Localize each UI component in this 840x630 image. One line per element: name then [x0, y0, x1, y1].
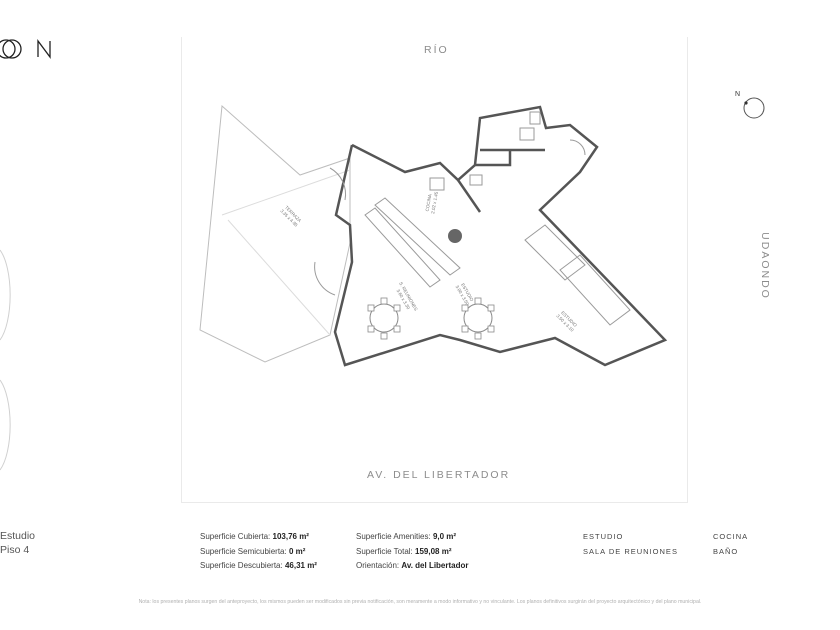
plan-frame: [181, 37, 688, 503]
stat-row: Orientación: Av. del Libertador: [356, 561, 469, 570]
footnote: Nota: los presentes planos surgen del an…: [138, 599, 702, 605]
stat-row: Superficie Total: 159,08 m²: [356, 546, 452, 556]
street-label-right: UDAONDO: [759, 232, 771, 300]
stats-col-1: Superficie Cubierta: 103,76 m² Superfici…: [200, 530, 317, 574]
stat-row: Superficie Semicubierta: 0 m²: [200, 546, 306, 556]
rooms-col-1: ESTUDIO SALA DE REUNIONES: [583, 530, 678, 559]
compass-label: N: [735, 91, 740, 98]
room-item: BAÑO: [713, 546, 739, 556]
label-cocina: COCINA: [425, 194, 433, 212]
rooms-col-2: COCINA BAÑO: [713, 530, 748, 559]
unit-floor: Piso 4: [0, 544, 30, 556]
wall-outline: [333, 105, 668, 367]
stats-col-2: Superficie Amenities: 9,0 m² Superficie …: [356, 530, 469, 574]
room-item: ESTUDIO: [583, 532, 624, 541]
floor-plan: TERRAZA 3.35 x 4.95 COCINA 2.02 x 1.45 S…: [199, 104, 668, 367]
brand-logo: [0, 39, 51, 59]
decorative-arcs: [0, 249, 11, 471]
room-item: SALA DE REUNIONES: [583, 546, 678, 556]
room-item: COCINA: [713, 532, 749, 541]
street-label-bottom: AV. DEL LIBERTADOR: [367, 469, 511, 481]
label-cocina-dim: 2.02 x 1.45: [430, 191, 439, 214]
street-label-top: RÍO: [424, 44, 449, 56]
compass-icon: N: [735, 91, 765, 119]
stat-row: Superficie Cubierta: 103,76 m²: [200, 532, 309, 541]
column: [448, 229, 462, 243]
stat-row: Superficie Amenities: 9,0 m²: [356, 532, 457, 541]
unit-name: Estudio: [0, 530, 36, 542]
terrace-area: [199, 104, 351, 363]
stat-row: Superficie Descubierta: 46,31 m²: [200, 561, 317, 570]
